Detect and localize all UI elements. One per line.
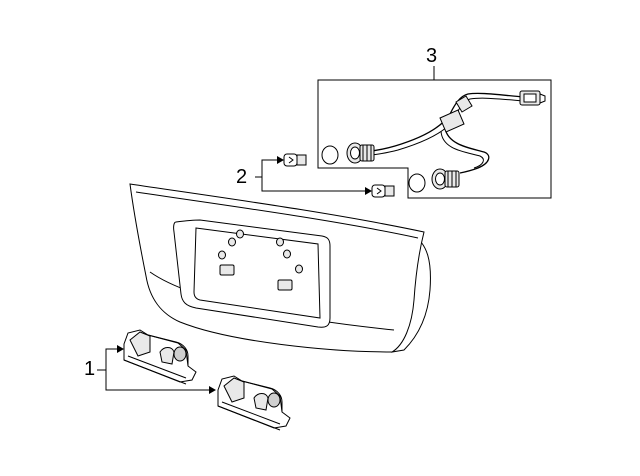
plate-recess [173,219,331,328]
callout-label-3: 3 [426,45,438,67]
license-lamp-lower [217,375,291,431]
bulb-group [255,153,395,198]
license-plate-panel [129,183,431,353]
lamp-opening-right [277,279,293,291]
seal-ring-upper [321,145,339,165]
harness-splice [439,109,465,133]
callout-2-bracket [255,159,366,192]
callout-label-1: 1 [84,358,96,380]
lamp-opening-left [219,264,235,276]
bulb-socket-lower [431,168,460,190]
harness-wire-branch-inner [440,130,484,169]
harness-grommet [455,95,473,113]
bulb-lower [371,184,395,198]
bulb-socket-upper [346,142,375,164]
callout-label-2: 2 [236,166,248,188]
license-lamp-upper [123,329,197,385]
callout-2-arrow-upper [277,156,284,164]
callout-1-bracket [97,348,210,391]
wiring-harness-group [317,66,552,199]
license-lamp-group [97,329,291,431]
seal-ring-lower [408,173,426,193]
callout-1-arrow-upper [117,345,124,353]
callout-1-arrow-lower [209,386,216,394]
harness-connector [519,90,546,106]
harness-wire-branch [444,127,490,174]
plate-studs [218,229,303,274]
callout-2-arrow-lower [365,187,372,195]
harness-box-outline [317,79,552,199]
bulb-upper [283,153,307,167]
